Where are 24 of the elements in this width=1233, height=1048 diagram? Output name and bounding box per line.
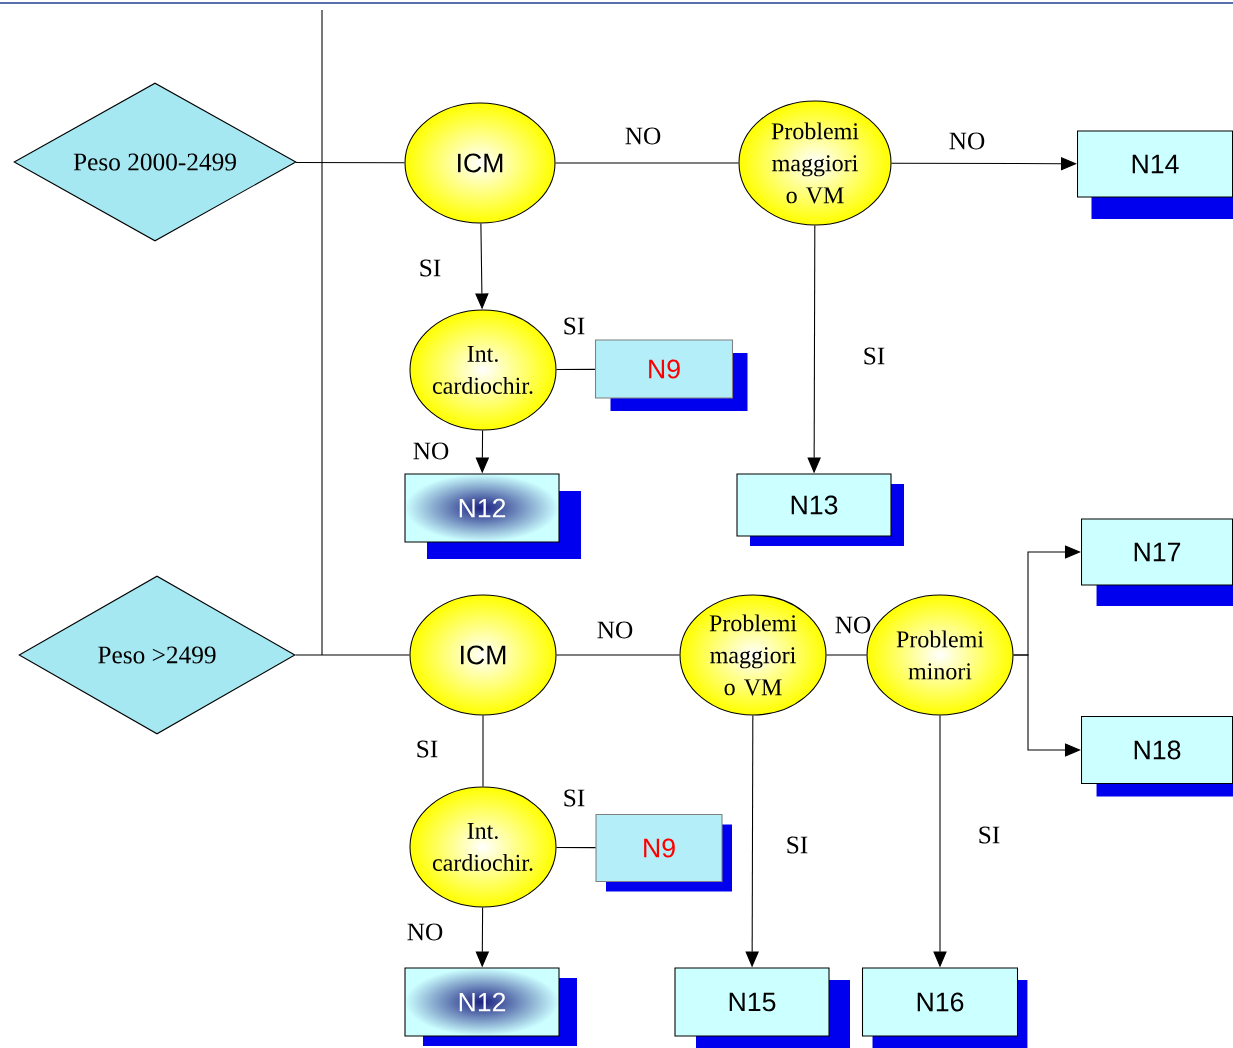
- edge-label: SI: [417, 740, 438, 758]
- edge-label: SI: [864, 347, 885, 365]
- result-box: N12: [404, 473, 581, 559]
- result-box: N9: [595, 813, 732, 892]
- edge-label: NO: [597, 621, 633, 639]
- edge-label: SI: [564, 317, 585, 335]
- result-box: N12: [404, 967, 577, 1046]
- result-box: N18: [1080, 715, 1233, 797]
- edge-label: SI: [564, 789, 585, 807]
- result-box: N17: [1080, 518, 1233, 606]
- result-box: N16: [861, 967, 1028, 1048]
- result-box: N14: [1076, 130, 1233, 219]
- edge-label: NO: [949, 132, 985, 150]
- result-box: N13: [736, 473, 904, 546]
- result-box: N15: [674, 967, 850, 1048]
- connector-arrow: [891, 156, 1077, 171]
- edge-label: SI: [420, 259, 441, 277]
- result-box: N9: [594, 339, 748, 411]
- edge-label: NO: [407, 923, 443, 941]
- edge-label: NO: [625, 127, 661, 145]
- connector-arrow: [1013, 654, 1081, 757]
- edge-label: SI: [979, 826, 1000, 844]
- edge-label: NO: [413, 442, 449, 460]
- edge-label: SI: [787, 836, 808, 854]
